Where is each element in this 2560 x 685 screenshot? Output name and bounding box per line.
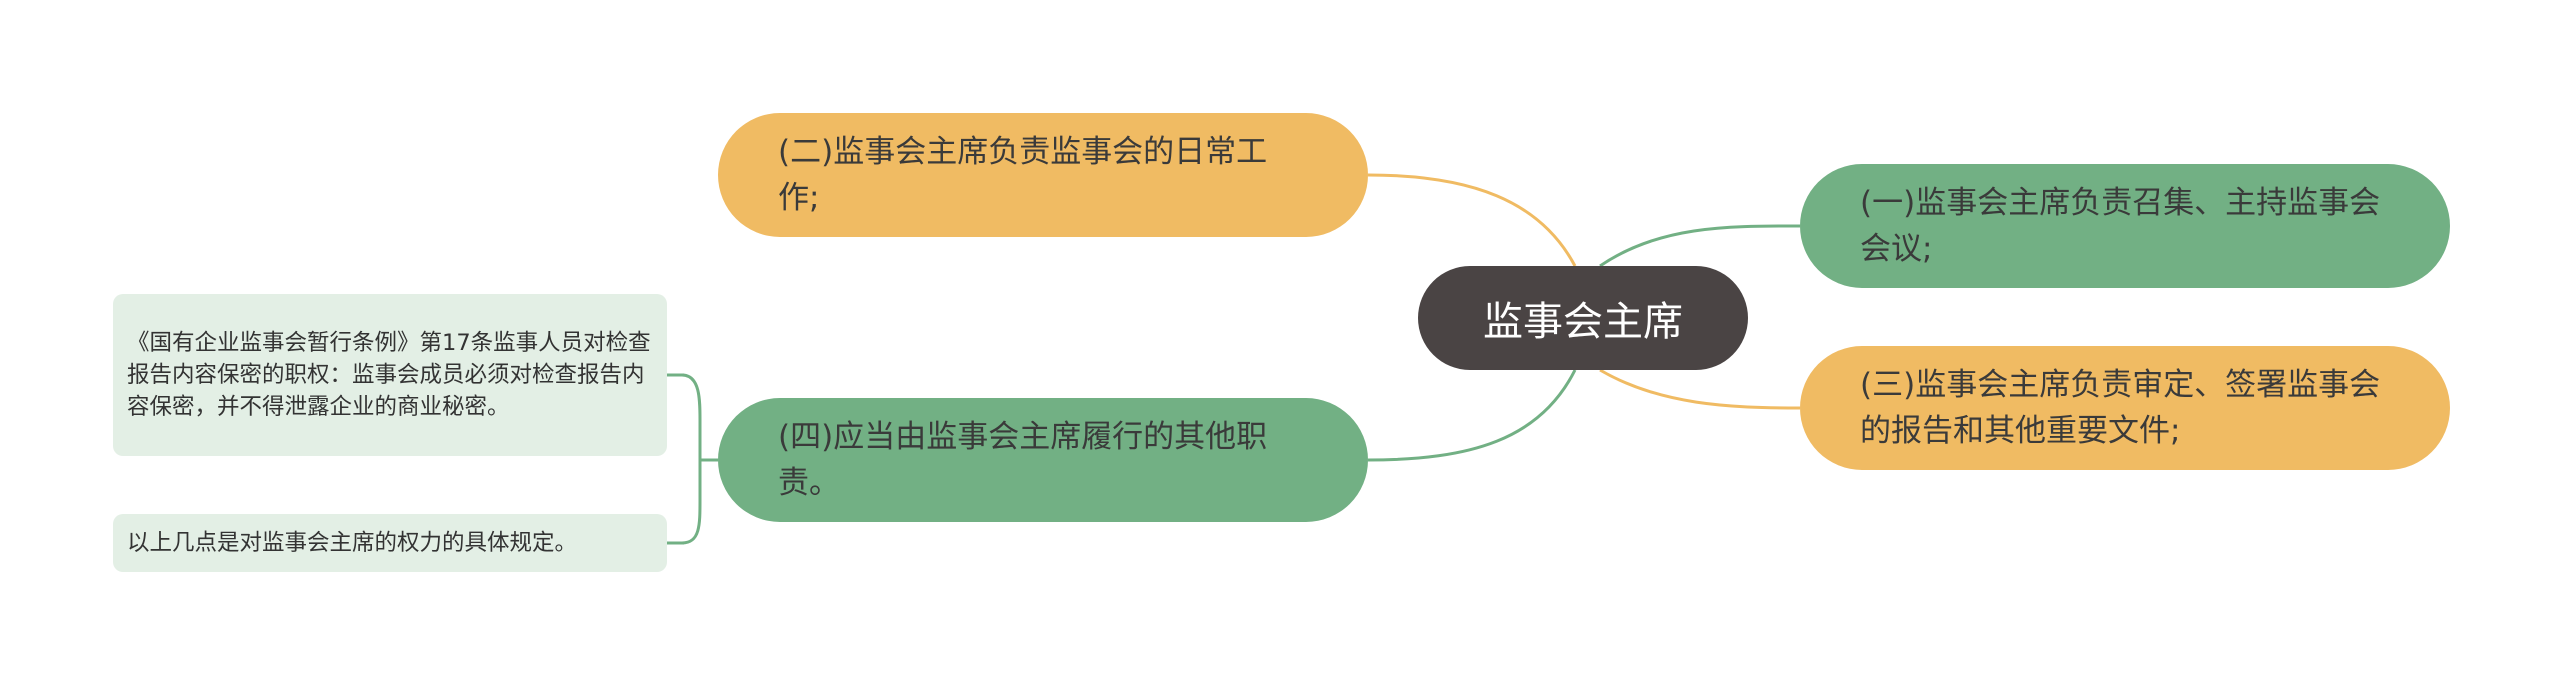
branch-3-label: (三)监事会主席负责审定、签署监事会的报告和其他重要文件; bbox=[1860, 367, 2381, 449]
branch-2[interactable]: (二)监事会主席负责监事会的日常工作; bbox=[718, 113, 1368, 237]
central-topic[interactable]: 监事会主席 bbox=[1418, 266, 1748, 370]
leaf-regulation-note[interactable]: 《国有企业监事会暂行条例》第17条监事人员对检查报告内容保密的职权：监事会成员必… bbox=[113, 294, 667, 456]
branch-4[interactable]: (四)应当由监事会主席履行的其他职责。 bbox=[718, 398, 1368, 522]
leaf-regulation-note-label: 《国有企业监事会暂行条例》第17条监事人员对检查报告内容保密的职权：监事会成员必… bbox=[127, 330, 651, 420]
link-b4-leaves bbox=[681, 373, 718, 545]
leaf-summary-note[interactable]: 以上几点是对监事会主席的权力的具体规定。 bbox=[113, 514, 667, 572]
link-center-b1 bbox=[1599, 224, 1801, 268]
link-center-b3 bbox=[1599, 368, 1801, 410]
link-center-b2 bbox=[1367, 173, 1577, 267]
branch-1-label: (一)监事会主席负责召集、主持监事会会议; bbox=[1860, 185, 2381, 267]
branch-1[interactable]: (一)监事会主席负责召集、主持监事会会议; bbox=[1800, 164, 2450, 288]
branch-4-label: (四)应当由监事会主席履行的其他职责。 bbox=[778, 419, 1268, 501]
link-center-b4 bbox=[1367, 369, 1577, 462]
branch-3[interactable]: (三)监事会主席负责审定、签署监事会的报告和其他重要文件; bbox=[1800, 346, 2450, 470]
branch-2-label: (二)监事会主席负责监事会的日常工作; bbox=[778, 134, 1268, 216]
leaf-summary-note-label: 以上几点是对监事会主席的权力的具体规定。 bbox=[127, 530, 578, 556]
central-topic-label: 监事会主席 bbox=[1483, 299, 1683, 345]
